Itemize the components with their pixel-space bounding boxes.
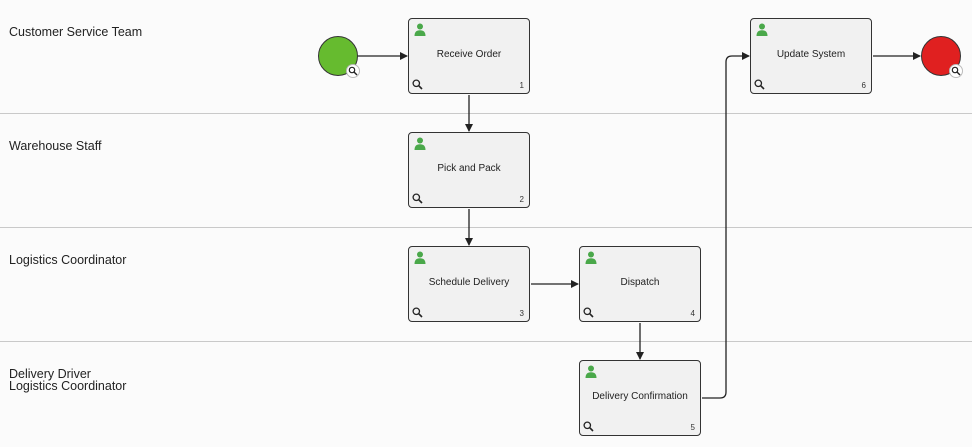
task-label: Schedule Delivery	[428, 277, 510, 288]
end-event-zoom-icon[interactable]	[949, 64, 963, 78]
task-number: 2	[519, 195, 524, 204]
magnifier-icon[interactable]	[583, 421, 594, 432]
person-icon	[414, 137, 426, 150]
lane-divider	[0, 113, 972, 114]
person-icon	[756, 23, 768, 36]
magnifier-icon[interactable]	[583, 307, 594, 318]
task-number: 5	[690, 423, 695, 432]
lane-label-delivery-logistics-coordinator: Logistics Coordinator	[9, 379, 127, 393]
magnifier-icon[interactable]	[412, 307, 423, 318]
task-pick-and-pack[interactable]: Pick and Pack 2	[408, 132, 530, 208]
lane-label-warehouse-staff: Warehouse Staff	[9, 139, 102, 153]
person-icon	[585, 251, 597, 264]
lane-divider	[0, 227, 972, 228]
person-icon	[414, 23, 426, 36]
person-icon	[585, 365, 597, 378]
task-update-system[interactable]: Update System 6	[750, 18, 872, 94]
magnifier-icon[interactable]	[412, 79, 423, 90]
task-label: Dispatch	[620, 277, 660, 288]
task-number: 6	[861, 81, 866, 90]
magnifier-icon[interactable]	[754, 79, 765, 90]
task-delivery-confirmation[interactable]: Delivery Confirmation 5	[579, 360, 701, 436]
start-event-zoom-icon[interactable]	[346, 64, 360, 78]
lane-label-delivery-driver: Delivery Driver	[9, 367, 91, 381]
task-number: 3	[519, 309, 524, 318]
person-icon	[414, 251, 426, 264]
task-label: Receive Order	[436, 49, 502, 60]
task-receive-order[interactable]: Receive Order 1	[408, 18, 530, 94]
magnifier-icon[interactable]	[412, 193, 423, 204]
task-number: 4	[690, 309, 695, 318]
lane-divider	[0, 341, 972, 342]
task-label: Pick and Pack	[437, 163, 501, 174]
task-dispatch[interactable]: Dispatch 4	[579, 246, 701, 322]
task-label: Delivery Confirmation	[592, 391, 688, 402]
task-schedule-delivery[interactable]: Schedule Delivery 3	[408, 246, 530, 322]
task-number: 1	[519, 81, 524, 90]
connector-delivery-confirmation-to-update-system[interactable]	[702, 52, 750, 399]
lane-label-customer-service: Customer Service Team	[9, 25, 143, 39]
lane-label-logistics-coordinator: Logistics Coordinator	[9, 253, 127, 267]
task-label: Update System	[776, 49, 846, 60]
